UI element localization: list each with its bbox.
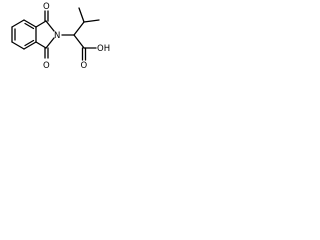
atom-o-imide-bottom: O <box>43 61 50 71</box>
imide-ring <box>35 10 55 59</box>
bond-ring-6 <box>23 19 37 28</box>
atom-labels: O O N O OH <box>43 2 110 71</box>
atom-oh-carboxyl: OH <box>97 44 110 54</box>
bond-ring-3 <box>11 41 25 50</box>
side-chain <box>61 7 100 61</box>
bond-ring-4 <box>23 41 37 50</box>
atom-o-imide-top: O <box>43 2 50 12</box>
bond-ring-inner-2 <box>24 22 35 30</box>
molecule-structure: O O N O OH <box>11 2 110 71</box>
bond-c-top-to-n <box>45 20 55 32</box>
bond-isopropyl-methyl-1 <box>78 7 85 23</box>
bond-alpha-to-carboxyl <box>73 34 85 49</box>
bond-c-bottom-to-n <box>45 37 55 49</box>
atom-n-imide: N <box>54 31 60 41</box>
bond-alpha-to-isopropyl <box>73 21 85 36</box>
bond-c-bottom-to-ring <box>35 41 47 49</box>
atom-o-carboxyl: O <box>81 61 88 71</box>
bond-ring-1 <box>11 19 25 28</box>
benzene-ring <box>11 19 37 50</box>
bond-ring-inner-3 <box>24 39 35 47</box>
bond-c-top-to-ring <box>35 20 47 28</box>
bond-isopropyl-methyl-2 <box>83 19 100 23</box>
